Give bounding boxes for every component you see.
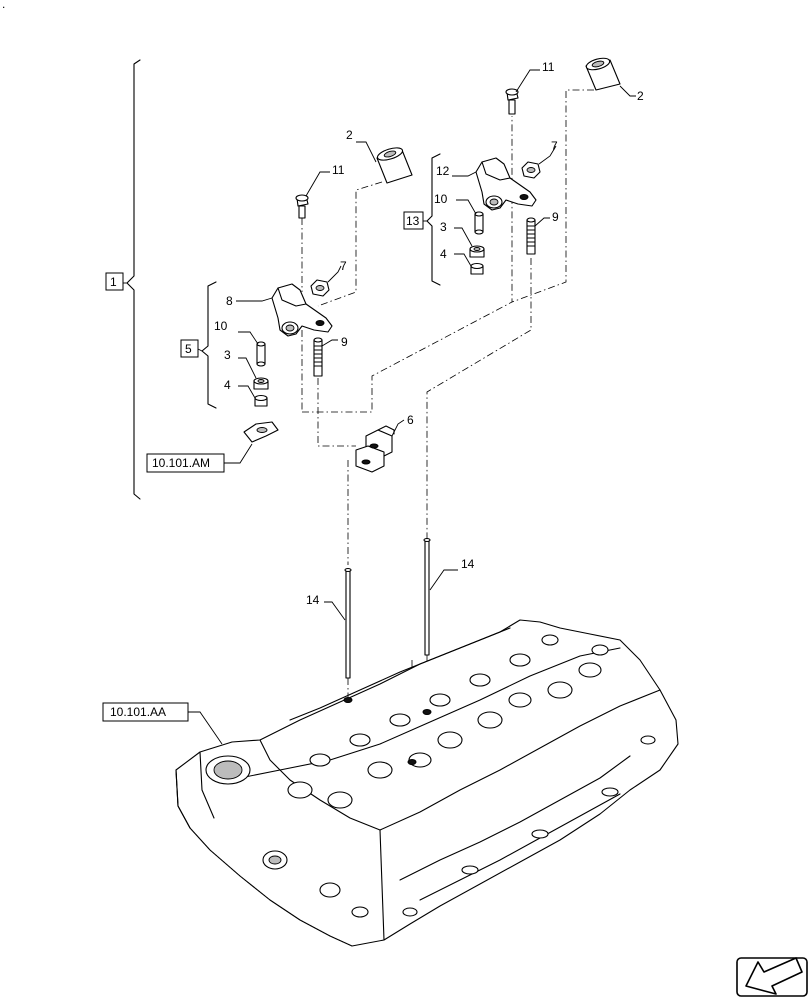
pushrod-left: 14	[306, 567, 352, 679]
nut-upper: 7	[521, 139, 558, 179]
roller-upper: 2	[585, 57, 644, 103]
cap-lower: 3	[224, 348, 269, 390]
callout-8: 8	[226, 294, 233, 308]
callout-11-upper: 11	[542, 60, 555, 74]
callout-2-lower: 2	[346, 128, 353, 142]
callout-3-lower: 3	[224, 348, 231, 362]
main-group-bracket: 1	[105, 59, 141, 500]
cap-upper: 3	[440, 220, 485, 258]
head-ports	[205, 634, 609, 918]
callout-10-upper: 10	[434, 192, 448, 206]
callout-5: 5	[185, 342, 192, 356]
seal-part	[243, 421, 279, 443]
adjuster-upper: 9	[526, 210, 559, 255]
callout-4-lower: 4	[224, 378, 231, 392]
rocker-arm-upper: 12	[436, 157, 537, 211]
head-gasket-face	[399, 735, 656, 917]
callout-3-upper: 3	[440, 220, 447, 234]
callout-4-upper: 4	[440, 247, 447, 261]
callout-11-lower: 11	[332, 163, 345, 177]
seat-lower: 4	[224, 378, 268, 407]
screw-upper: 11	[505, 60, 555, 115]
callout-7-lower: 7	[340, 259, 347, 273]
ref-aa-label: 10.101.AA	[110, 705, 166, 719]
sub-group-bracket-5: 5	[180, 281, 217, 409]
callout-10-lower: 10	[214, 319, 228, 333]
pin-lower: 10	[214, 319, 266, 367]
callout-14-left: 14	[306, 593, 320, 607]
screw-lower: 11	[295, 163, 345, 219]
callout-14-right: 14	[461, 557, 475, 571]
sub-group-bracket-13: 13	[403, 153, 441, 286]
corner-mark: .	[2, 0, 5, 11]
valve-bridge: 6	[355, 413, 414, 473]
seat-upper: 4	[440, 247, 484, 275]
pin-upper: 10	[434, 192, 484, 235]
callout-6: 6	[407, 413, 414, 427]
callout-9-lower: 9	[341, 335, 348, 349]
rocker-arm-lower: 8	[226, 283, 333, 337]
callout-9-upper: 9	[552, 210, 559, 224]
callout-13: 13	[406, 214, 420, 228]
back-arrow-icon[interactable]	[736, 957, 808, 997]
nut-lower: 7	[310, 259, 347, 297]
adjuster-lower: 9	[313, 335, 348, 377]
roller-lower: 2	[346, 128, 413, 184]
callout-12: 12	[436, 164, 450, 178]
callout-7-upper: 7	[551, 139, 558, 153]
cylinder-head	[175, 619, 679, 947]
ref-am-label: 10.101.AM	[152, 456, 210, 470]
pushrod-right: 14	[423, 537, 475, 656]
callout-1: 1	[110, 275, 117, 289]
reference-10-101-am[interactable]: 10.101.AM	[146, 443, 253, 473]
reference-10-101-aa[interactable]: 10.101.AA	[102, 702, 223, 745]
callout-2-upper: 2	[637, 89, 644, 103]
